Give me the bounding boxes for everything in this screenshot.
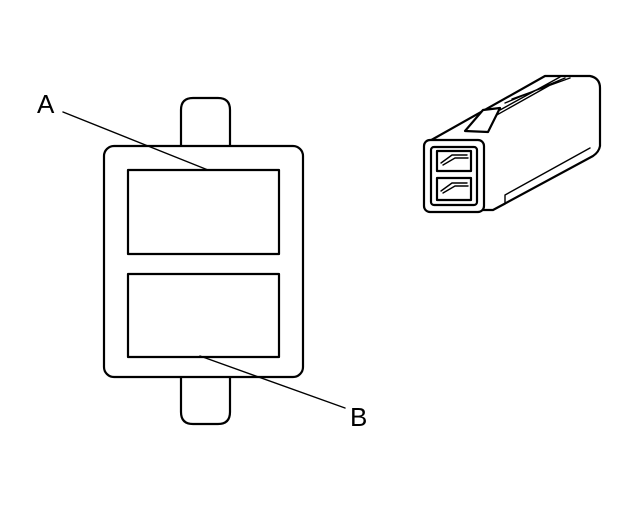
leader-line-a [62,111,209,171]
callout-label-b: B [350,402,367,432]
connector-isometric-view [422,74,602,214]
connector-housing [102,144,305,379]
bottom-latch-tab [179,373,232,426]
callout-label-a: A [37,89,55,119]
terminal-opening-lower [435,176,473,202]
terminal-opening-upper [435,149,473,173]
top-latch [463,106,502,134]
connector-front-inner [429,145,479,207]
side-step [492,147,591,211]
connector-front-face [422,138,486,214]
terminal-lower-contact [440,182,469,194]
top-latch-tab [179,96,232,149]
terminal-cavity-a [126,168,281,256]
connector-face-view [102,96,305,426]
top-ridge [469,76,571,131]
leader-line-b [199,355,346,409]
terminal-upper-contact [440,154,469,166]
